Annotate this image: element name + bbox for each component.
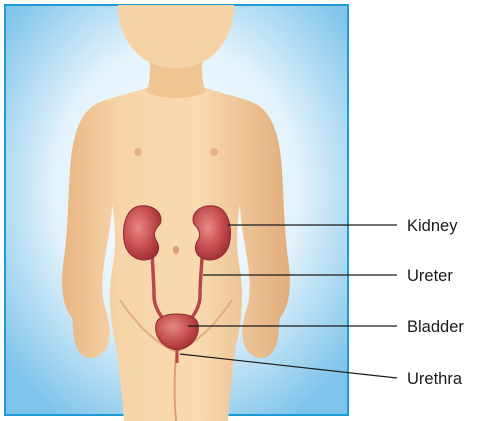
right-nipple: [210, 148, 218, 156]
urethra-label: Urethra: [407, 370, 463, 388]
kidney-label: Kidney: [407, 217, 458, 235]
left-nipple: [134, 148, 142, 156]
navel: [173, 246, 179, 254]
ureter-label: Ureter: [407, 267, 453, 285]
bladder-label: Bladder: [407, 318, 464, 336]
